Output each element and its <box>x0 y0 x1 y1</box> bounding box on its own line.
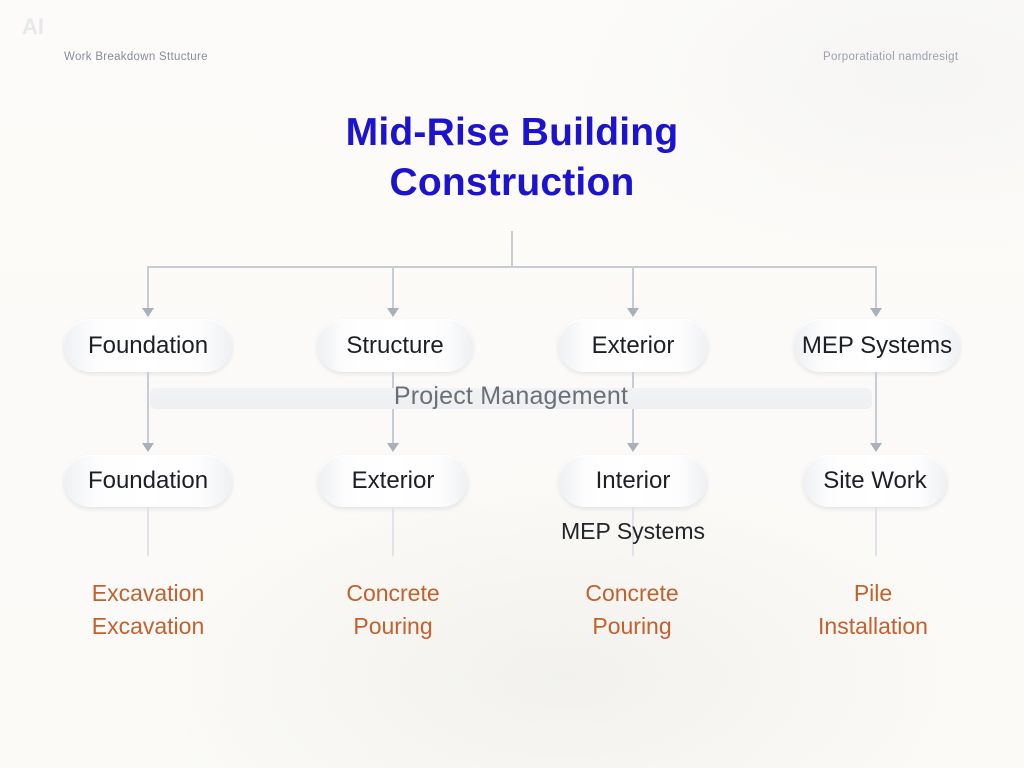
node-label: Foundation <box>87 467 209 494</box>
arrow-down-icon <box>387 308 399 317</box>
connector-line <box>875 372 877 444</box>
connector-line <box>147 266 149 309</box>
node-level1-foundation: Foundation <box>64 319 232 372</box>
connector-line-faint <box>147 507 149 556</box>
task-line: Concrete <box>585 580 679 606</box>
page-title-line1: Mid-Rise Building <box>345 111 679 154</box>
project-management-label: Project Management <box>393 382 629 410</box>
ai-watermark: AI <box>22 14 44 39</box>
task-line: Excavation <box>91 580 205 606</box>
node-label: Exterior <box>351 467 435 494</box>
node-label: Exterior <box>591 331 675 359</box>
header-right-label: Porporatiatiol namdresigt <box>823 51 959 63</box>
arrow-down-icon <box>142 443 154 452</box>
arrow-down-icon <box>387 443 399 452</box>
node-label: Interior <box>595 467 671 494</box>
node-label: MEP Systems <box>801 331 953 359</box>
node-level1-mep-systems: MEP Systems <box>794 319 960 372</box>
node-level2-site-work: Site Work <box>803 455 947 507</box>
project-management-band <box>150 388 872 409</box>
connector-line-faint <box>392 507 394 556</box>
arrow-down-icon <box>870 443 882 452</box>
interior-sublabel-mep-systems: MEP Systems <box>561 518 705 544</box>
arrow-down-icon <box>627 308 639 317</box>
node-label: Site Work <box>823 467 927 494</box>
connector-line <box>392 266 394 309</box>
connector-line-faint <box>875 507 877 556</box>
header-left-label: Work Breakdown Sttucture <box>64 51 208 63</box>
node-label: Structure <box>346 331 444 359</box>
task-line: Excavation <box>91 613 205 639</box>
task-label-structure: Concrete Pouring <box>278 577 508 643</box>
root-connector-line <box>511 231 513 267</box>
node-level2-interior: Interior <box>559 455 707 507</box>
page-title-line2: Construction <box>389 161 635 204</box>
node-label: Foundation <box>87 331 209 359</box>
task-line: Installation <box>818 613 928 639</box>
task-label-interior: Concrete Pouring <box>517 577 747 643</box>
connector-line <box>147 372 149 444</box>
connector-line <box>632 266 634 309</box>
node-level1-structure: Structure <box>317 319 473 372</box>
task-line: Pile <box>853 580 893 606</box>
arrow-down-icon <box>627 443 639 452</box>
page-title: Mid-Rise Building Construction <box>0 108 1024 208</box>
connector-line-faint <box>632 507 634 556</box>
arrow-down-icon <box>142 308 154 317</box>
arrow-down-icon <box>870 308 882 317</box>
node-level2-exterior: Exterior <box>318 455 468 507</box>
node-level1-exterior: Exterior <box>558 319 708 372</box>
node-level2-foundation: Foundation <box>64 455 232 507</box>
task-line: Pouring <box>592 613 672 639</box>
task-label-site-work: Pile Installation <box>758 577 988 643</box>
level1-rail-line <box>148 266 877 268</box>
task-label-foundation: Excavation Excavation <box>33 577 263 643</box>
task-line: Pouring <box>353 613 433 639</box>
connector-line <box>875 266 877 309</box>
task-line: Concrete <box>346 580 440 606</box>
